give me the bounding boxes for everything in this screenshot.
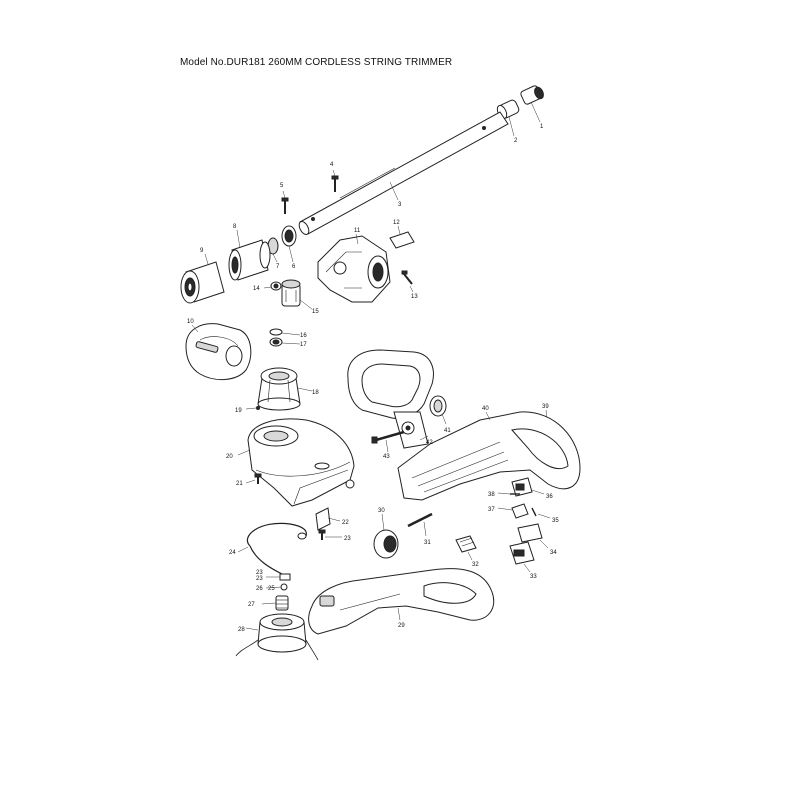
part-6-ring-gear [281,225,297,263]
label-36: 36 [546,494,553,500]
label-23c: 23 [256,570,263,576]
label-40: 40 [482,406,489,412]
label-25: 25 [268,586,275,592]
part-26-nut [265,583,288,591]
label-2: 2 [514,138,518,144]
part-35-small-spring [531,507,551,519]
part-18-spool-base [257,367,313,411]
part-25-washer [266,573,291,581]
label-24: 24 [229,550,236,556]
label-8: 8 [233,224,237,230]
part-20-guard [237,418,355,507]
part-10-motor-cover [185,323,252,380]
part-8-motor-housing [228,229,271,281]
part-32-spring-plate [455,535,477,561]
part-28-spool-head [235,613,319,661]
part-34-terminal [517,523,549,549]
label-37: 37 [488,507,495,513]
label-34: 34 [550,550,557,556]
label-29: 29 [398,623,405,629]
part-11-gear-housing [317,233,391,303]
part-1-end-cap [520,85,544,123]
part-9-end-housing [180,253,225,304]
label-41: 41 [444,428,451,434]
label-35: 35 [552,518,559,524]
label-39: 39 [542,404,549,410]
label-14: 14 [253,286,260,292]
part-24-wire-guide [237,522,307,575]
label-17: 17 [300,342,307,348]
part-27-spring [261,595,289,611]
label-12: 12 [393,220,400,226]
part-38-spring [497,492,520,495]
part-14-bearing [263,281,282,291]
label-42: 42 [426,440,433,446]
part-13-screw [401,270,414,293]
part-36-lever [511,477,545,497]
part-30-lock-knob [373,513,399,559]
part-number-labels: 1 2 3 4 5 6 7 8 9 10 11 12 13 14 15 16 1… [187,124,559,633]
label-26: 26 [256,586,263,592]
part-22-bracket [315,507,341,531]
part-40-handle-half [397,411,581,501]
label-1: 1 [540,124,544,130]
label-31: 31 [424,540,431,546]
label-10: 10 [187,319,194,325]
label-21: 21 [236,481,243,487]
label-3: 3 [398,202,402,208]
part-19-pin [245,406,260,410]
part-3-shaft-tube [298,111,509,235]
part-12-label [389,225,415,249]
part-31-rod [407,512,433,537]
part-15-motor [281,279,313,310]
part-23-screw [318,529,342,540]
part-16-washer [269,328,301,336]
label-18: 18 [312,390,319,396]
part-37-button [497,503,529,519]
label-16: 16 [300,333,307,339]
label-7: 7 [276,264,280,270]
label-11: 11 [354,228,361,234]
part-17-bearing [269,337,301,347]
label-6: 6 [292,264,296,270]
label-27: 27 [248,602,255,608]
label-33: 33 [530,574,537,580]
label-23a: 23 [344,536,351,542]
label-5: 5 [280,183,284,189]
label-15: 15 [312,309,319,315]
label-38: 38 [488,492,495,498]
diagram-title: Model No.DUR181 260MM CORDLESS STRING TR… [180,57,453,68]
label-9: 9 [200,248,204,254]
part-5-screw [281,190,289,214]
label-13: 13 [411,294,418,300]
label-43: 43 [383,454,390,460]
label-32: 32 [472,562,479,568]
label-23b: 23 [256,576,263,582]
part-21-screw [245,473,262,484]
part-number-labels-extra: 23 25 [256,570,275,592]
part-29-handle-housing [308,568,495,635]
part-33-switch [509,541,535,573]
label-4: 4 [330,162,334,168]
part-43-bolt [371,430,405,453]
label-19: 19 [235,408,242,414]
part-4-screw [331,169,339,192]
label-20: 20 [226,454,233,460]
part-41-roller [429,395,447,425]
label-28: 28 [238,627,245,633]
part-42-loop-handle [347,349,434,449]
label-30: 30 [378,508,385,514]
label-22: 22 [342,520,349,526]
